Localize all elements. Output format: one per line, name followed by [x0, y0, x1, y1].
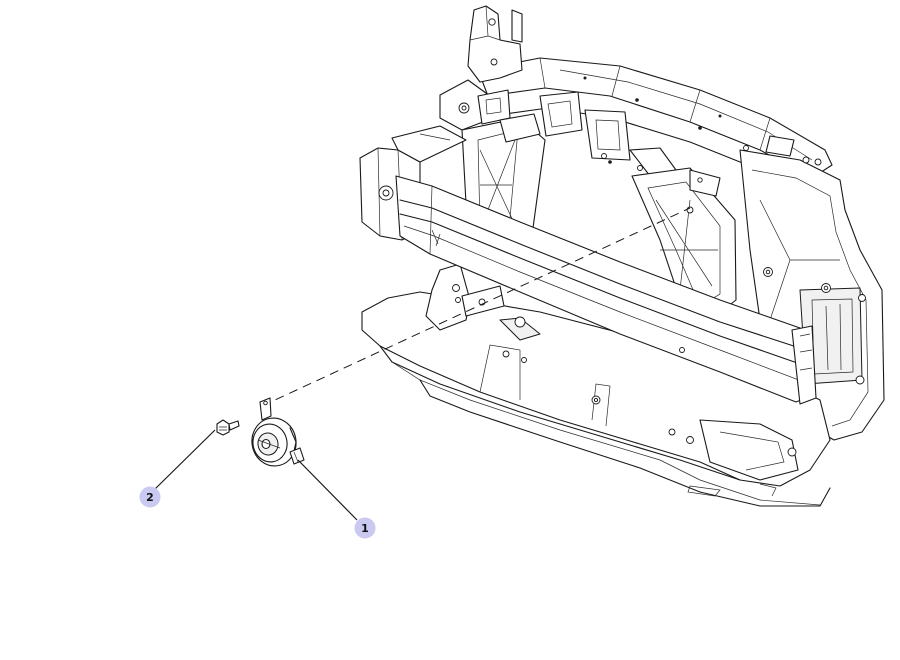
bolt [216, 419, 240, 436]
bumper-beam [395, 175, 817, 405]
callout-1[interactable]: 1 [354, 517, 376, 539]
callout-2[interactable]: 2 [139, 486, 161, 508]
callout-2-bubble [139, 486, 161, 508]
callout-2-label: 2 [146, 491, 154, 504]
leader-line-1 [297, 459, 358, 521]
callout-1-label: 1 [361, 522, 369, 535]
leader-line-2 [153, 429, 216, 491]
front-end-carrier-assembly [359, 5, 885, 507]
callout-1-bubble [354, 517, 376, 539]
left-upper-bracket [439, 5, 523, 131]
horn [251, 397, 305, 467]
installation-axis [261, 207, 691, 407]
center-posts [539, 91, 677, 177]
